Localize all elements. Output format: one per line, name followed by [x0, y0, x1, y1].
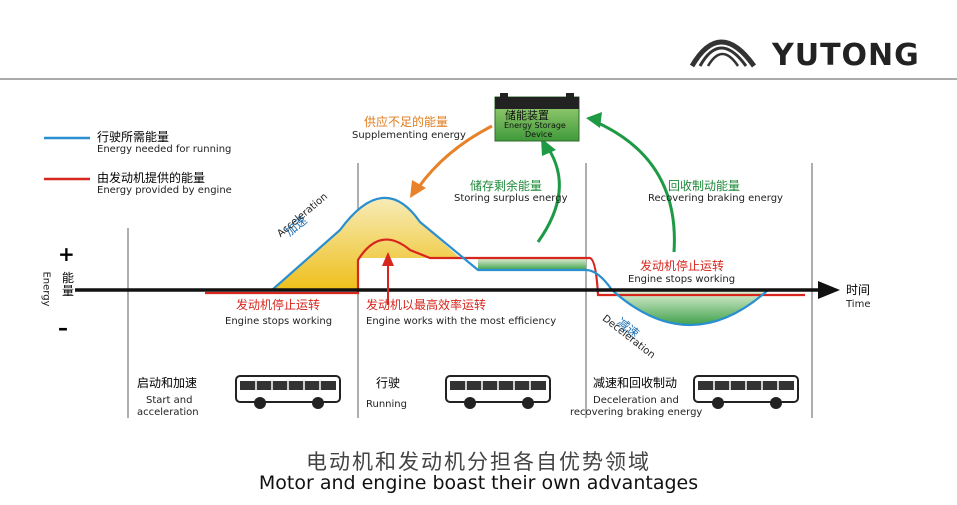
recovering-en: Recovering braking energy: [648, 193, 783, 204]
phase-start-en-1: Start and: [146, 395, 193, 406]
phase-decel-en-2: recovering braking energy: [570, 407, 703, 418]
bus-icon: [445, 375, 551, 409]
engine-energy-line: [205, 238, 805, 297]
storing-area: [478, 258, 586, 270]
axis-energy-en: Energy: [40, 271, 52, 307]
axis-time-cn: 时间: [846, 283, 871, 297]
phase-running-en: Running: [366, 399, 407, 410]
stop1-en: Engine stops working: [225, 316, 333, 327]
storing-cn: 储存剩余能量: [470, 179, 543, 193]
supplement-arrow: [416, 124, 493, 189]
efficient-cn: 发动机以最高效率运转: [366, 298, 487, 312]
phase-decel-cn: 减速和回收制动: [593, 376, 678, 390]
storage-device: [494, 93, 580, 142]
axis-minus: –: [58, 316, 68, 340]
stop2-cn: 发动机停止运转: [640, 259, 725, 273]
caption-cn: 电动机和发动机分担各自优势领域: [306, 450, 651, 474]
storage-en-1: Energy Storage: [504, 121, 566, 130]
bus-icon: [235, 375, 341, 409]
arrow-icon: [410, 180, 426, 198]
arrow-icon: [382, 252, 394, 266]
stop2-en: Engine stops working: [628, 274, 736, 285]
legend-red-en: Energy provided by engine: [97, 185, 232, 196]
legend-blue-en: Energy needed for running: [97, 144, 232, 155]
supplementing-en: Supplementing energy: [352, 130, 466, 141]
phase-decel-en-1: Deceleration and: [593, 395, 679, 406]
legend-red-cn: 由发动机提供的能量: [97, 171, 206, 185]
bus-icon: [693, 375, 799, 409]
storage-en-2: Device: [525, 130, 553, 139]
phase-start-cn: 启动和加速: [137, 376, 198, 390]
axis-energy-cn: 能量: [62, 271, 75, 298]
efficient-en: Engine works with the most efficiency: [366, 316, 557, 327]
supplementing-cn: 供应不足的能量: [364, 115, 449, 129]
caption-en: Motor and engine boast their own advanta…: [258, 472, 699, 494]
axis-plus: +: [58, 242, 75, 266]
storing-en: Storing surplus energy: [454, 193, 568, 204]
stop1-cn: 发动机停止运转: [236, 298, 321, 312]
recovering-arrow: [595, 120, 676, 253]
phase-running-cn: 行驶: [376, 376, 401, 390]
storing-arrow: [536, 147, 561, 243]
axis-time-en: Time: [846, 299, 871, 310]
arrow-icon: [818, 281, 840, 299]
yutong-logo-icon: [689, 39, 757, 68]
supplement-area: [272, 197, 460, 290]
arrow-icon: [541, 138, 556, 156]
recovering-cn: 回收制动能量: [668, 179, 741, 193]
legend-blue-cn: 行驶所需能量: [97, 130, 170, 144]
phase-start-en-2: acceleration: [137, 407, 199, 418]
running-energy-line: [205, 196, 805, 327]
storage-cn: 储能装置: [505, 109, 549, 122]
arrow-icon: [586, 112, 602, 128]
brand-name: YUTONG: [772, 38, 920, 73]
